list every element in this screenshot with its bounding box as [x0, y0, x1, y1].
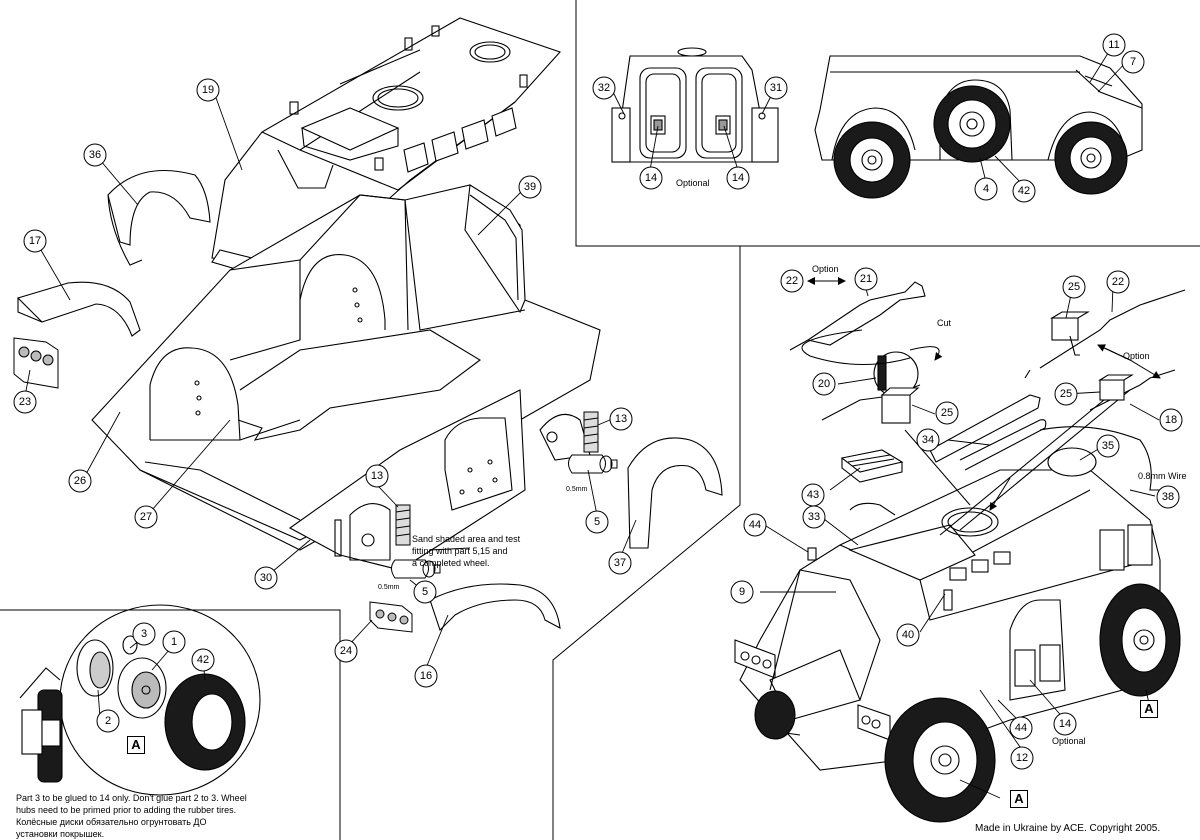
callout-26: 26	[74, 475, 86, 487]
callout-16: 16	[420, 670, 432, 682]
callout-25c: 25	[1060, 388, 1072, 400]
side-plate-part-30	[288, 389, 591, 571]
gap-label-b: 0.5mm	[566, 486, 588, 493]
wheel-note: Part 3 to be glued to 14 only. Don't glu…	[16, 793, 247, 839]
callout-25b: 25	[941, 407, 953, 419]
callout-31: 31	[770, 82, 782, 94]
callout-42b: 42	[197, 654, 209, 666]
callout-7: 7	[1130, 56, 1136, 68]
callout-1: 1	[171, 636, 177, 648]
callout-13a: 13	[371, 470, 383, 482]
callout-14b: 14	[732, 172, 744, 184]
callout-37: 37	[614, 557, 626, 569]
assembly-ref-box-front: A	[1010, 790, 1028, 808]
upper-hull-part-19	[211, 17, 561, 273]
callout-2: 2	[105, 715, 111, 727]
callout-19: 19	[202, 84, 214, 96]
side-view	[814, 55, 1143, 199]
callout-20: 20	[818, 378, 830, 390]
callout-18: 18	[1165, 414, 1177, 426]
callout-25a: 25	[1068, 281, 1080, 293]
callout-27: 27	[140, 511, 152, 523]
callout-30: 30	[260, 572, 272, 584]
callout-43: 43	[807, 489, 819, 501]
fender-part-16	[429, 583, 561, 632]
callout-44b: 44	[1015, 722, 1027, 734]
footer-copyright: Made in Ukraine by ACE. Copyright 2005.	[975, 823, 1161, 834]
fender-part-37	[627, 437, 723, 549]
gap-label-a: 0.5mm	[378, 584, 400, 591]
light-plate-part-24	[369, 601, 413, 633]
sand-note: Sand shaded area and test fitting with p…	[412, 534, 521, 568]
option-label-mg2: Option	[1123, 351, 1150, 361]
callout-circles	[13, 33, 1183, 770]
callout-21: 21	[860, 273, 872, 285]
weapons	[789, 281, 1186, 483]
callout-22a: 22	[786, 275, 798, 287]
optional-label-rear: Optional	[676, 178, 710, 188]
callout-44a: 44	[749, 519, 761, 531]
wire-label: 0.8mm Wire	[1138, 471, 1187, 481]
callout-numbers: 19 36 17 23 26 27 30 13 5 24 16 5 13 37 …	[19, 39, 1177, 764]
callout-33: 33	[808, 511, 820, 523]
callout-11: 11	[1108, 39, 1119, 51]
option-label-mg: Option	[812, 264, 839, 274]
callout-23: 23	[19, 396, 31, 408]
callout-22b: 22	[1112, 276, 1124, 288]
callout-36: 36	[89, 149, 101, 161]
callout-17: 17	[29, 235, 41, 247]
callout-40: 40	[902, 629, 914, 641]
callout-3: 3	[141, 628, 147, 640]
callout-32: 32	[598, 82, 610, 94]
callout-13b: 13	[615, 413, 627, 425]
callout-42a: 42	[1018, 185, 1030, 197]
callout-5a: 5	[422, 586, 428, 598]
optional-label-jerrycans: Optional	[1052, 736, 1086, 746]
indicator-arrows	[429, 277, 1161, 551]
callout-35: 35	[1102, 440, 1114, 452]
callout-38: 38	[1162, 491, 1174, 503]
cut-label: Cut	[937, 318, 952, 328]
callout-14c: 14	[1059, 718, 1071, 730]
suspension-parts	[391, 411, 618, 579]
callout-14a: 14	[645, 172, 657, 184]
wheel-detail	[19, 604, 261, 796]
light-plate-part-23	[13, 337, 59, 389]
fender-part-36	[107, 169, 211, 266]
callout-39: 39	[524, 181, 536, 193]
callout-34: 34	[922, 434, 934, 446]
callout-4: 4	[983, 183, 989, 195]
callout-24: 24	[340, 645, 352, 657]
fender-part-39	[464, 184, 526, 314]
assembly-ref-box-wheel: A	[127, 736, 145, 754]
assembled-vehicle	[734, 389, 1181, 823]
leader-lines	[24, 49, 1160, 799]
assembly-ref-box-right: A	[1140, 700, 1158, 718]
callout-5b: 5	[594, 516, 600, 528]
callout-12: 12	[1016, 752, 1028, 764]
callout-9: 9	[739, 586, 745, 598]
rear-view	[611, 47, 779, 163]
fender-part-17	[16, 281, 141, 337]
